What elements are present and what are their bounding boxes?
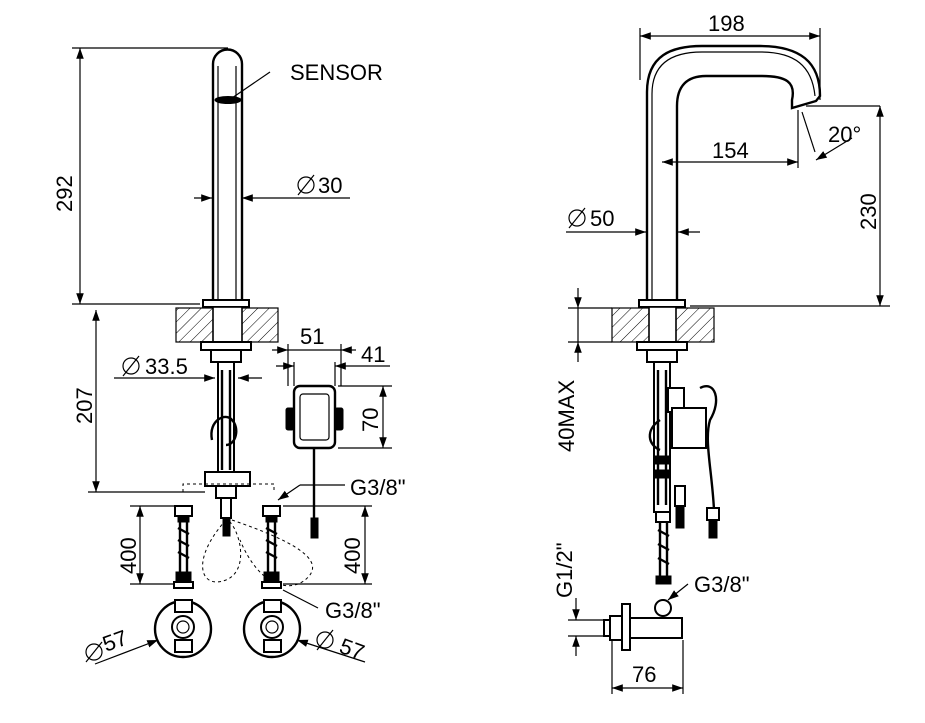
dim-207-label: 207 (72, 387, 97, 424)
dim-70-label: 70 (358, 408, 383, 432)
dim-198-label: 198 (708, 11, 745, 36)
dim-dia-50-label: 50 (590, 206, 614, 231)
side-view: 198 20° 154 230 5 (552, 11, 890, 694)
side-valve (603, 599, 683, 651)
dim-40max-label: 40MAX (554, 380, 579, 452)
dim-angle-20: 20° (797, 105, 880, 168)
diameter-icon (297, 174, 315, 196)
dim-dia-30: 30 (194, 173, 350, 202)
dim-230: 230 (690, 106, 890, 307)
diameter-icon (122, 355, 140, 377)
diameter-icon (85, 641, 103, 663)
dim-dia-50: 50 (566, 206, 700, 236)
dim-dia-57-left: 57 (85, 625, 159, 665)
g38-top-leader (277, 484, 301, 501)
side-spout (645, 44, 822, 302)
dim-207: 207 (72, 310, 205, 493)
side-base-flange (638, 299, 686, 308)
side-under-deck (648, 361, 720, 585)
diameter-icon (568, 207, 586, 229)
hose-loop-right (231, 519, 313, 587)
hose-right (261, 505, 282, 589)
rosette-right (242, 599, 302, 659)
sensor-eye-icon (214, 96, 242, 104)
diameter-icon (316, 629, 334, 651)
g38-lower-leader (282, 589, 319, 609)
dim-400-left-label: 400 (116, 537, 141, 574)
dim-dia-57-right: 57 (296, 629, 368, 665)
dim-292: 292 (52, 47, 228, 305)
g38-side-leader (667, 583, 689, 601)
hose-loop-left (202, 519, 242, 583)
dim-292-label: 292 (52, 175, 77, 212)
dim-70: 70 (338, 385, 392, 449)
dim-198: 198 (639, 11, 821, 100)
control-box (285, 384, 344, 539)
front-view: SENSOR 292 30 (52, 47, 406, 665)
dim-76: 76 (611, 640, 684, 694)
g38-lower-label: G3/8" (325, 598, 381, 623)
dim-230-label: 230 (856, 193, 881, 230)
sensor-leader (231, 71, 271, 99)
dim-400-right-label: 400 (340, 537, 365, 574)
g38-top-label: G3/8" (350, 475, 406, 500)
g38-side-label: G3/8" (694, 572, 750, 597)
dim-400-left: 400 (116, 505, 175, 585)
spout (211, 48, 244, 302)
dim-51-41: 51 41 (272, 324, 390, 386)
dim-dia-30-label: 30 (318, 173, 342, 198)
dim-154-label: 154 (712, 138, 749, 163)
dim-dia-57-right-label: 57 (336, 633, 368, 665)
rosette-left (153, 599, 213, 659)
dim-51-label: 51 (300, 324, 324, 349)
dim-g12-label: G1/2" (552, 542, 577, 598)
dim-40max: 40MAX (554, 288, 612, 452)
nut-lower (210, 349, 242, 363)
dim-41-label: 41 (361, 342, 385, 367)
dim-dia-33-5: 33.5 (114, 354, 262, 382)
dim-g12: G1/2" (552, 542, 610, 656)
hose-left (173, 505, 194, 589)
lock-nut (200, 341, 252, 351)
dim-dia-33-5-label: 33.5 (145, 354, 188, 379)
dim-angle-20-label: 20° (828, 122, 861, 147)
dim-154: 154 (662, 138, 798, 166)
dim-76-label: 76 (632, 662, 656, 687)
base-flange (202, 299, 250, 308)
hose-dashed-top (182, 483, 275, 492)
body-neck (212, 306, 243, 344)
side-body-neck (648, 306, 677, 344)
sensor-label: SENSOR (290, 60, 383, 85)
under-deck-assembly (204, 361, 251, 537)
dim-400-right: 400 (283, 505, 372, 585)
